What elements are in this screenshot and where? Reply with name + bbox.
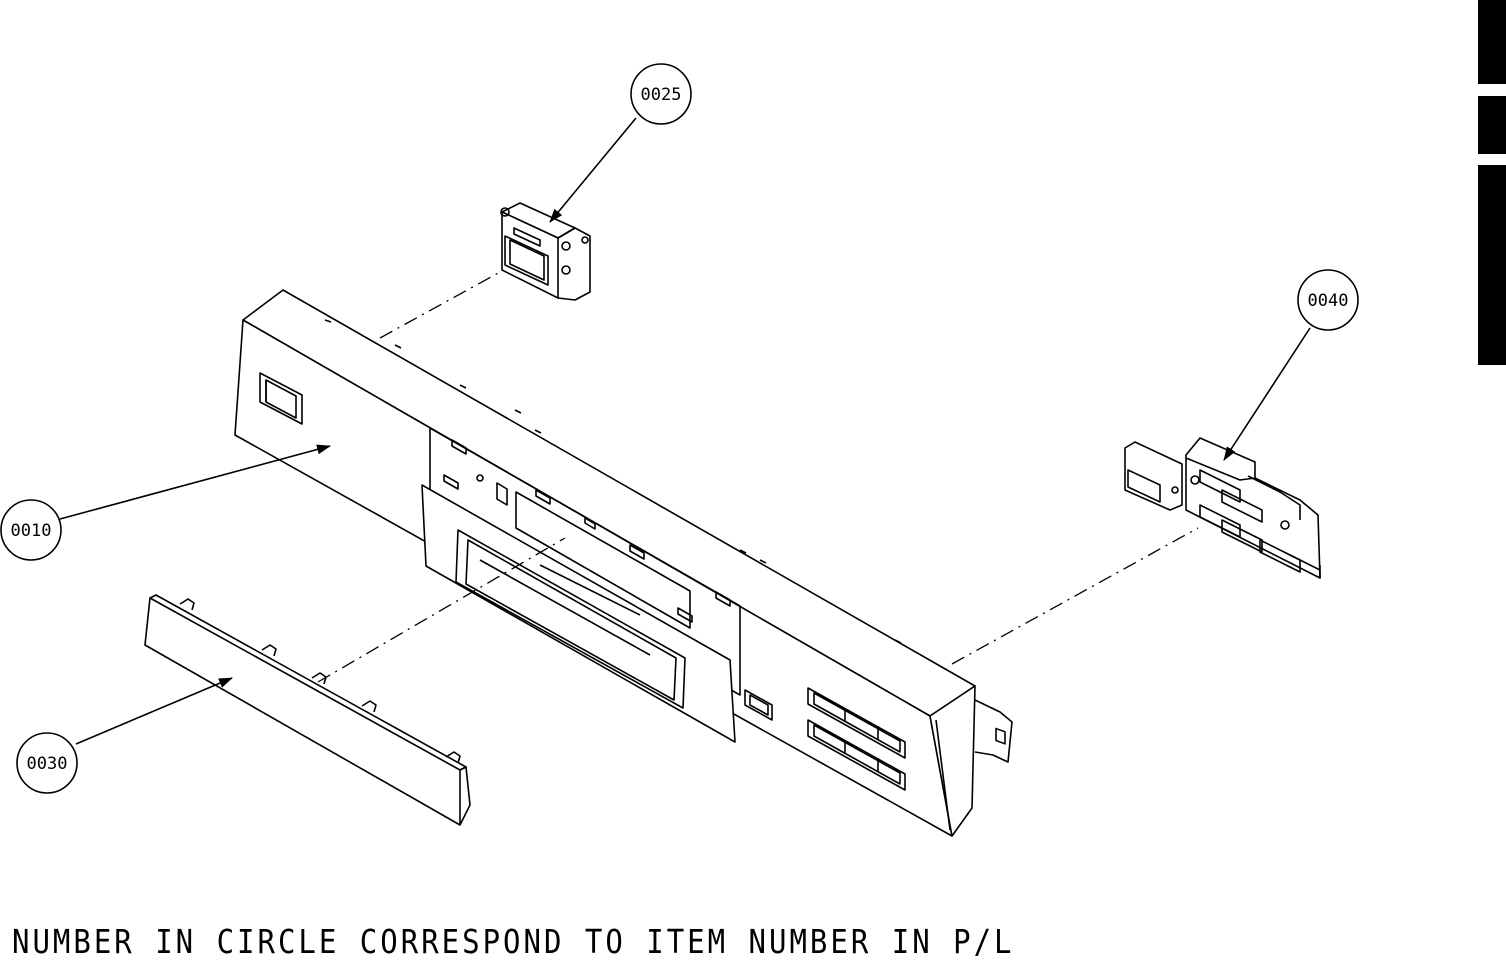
- footnote-text: NUMBER IN CIRCLE CORRESPOND TO ITEM NUMB…: [12, 922, 1015, 961]
- alignment-line-0025: [379, 271, 501, 339]
- trim-strip-part: [144, 594, 471, 826]
- leader-arrow-0010: [59, 444, 331, 520]
- callout-label: 0025: [641, 85, 682, 105]
- control-panel-part: [234, 289, 1013, 837]
- leader-arrow-0025: [549, 117, 637, 223]
- callout-0010: 0010: [0, 499, 62, 561]
- callout-0040: 0040: [1297, 269, 1359, 331]
- page-edge-tab: [1478, 96, 1506, 154]
- switch-board-part: [1124, 437, 1321, 579]
- page-edge-tab: [1478, 165, 1506, 365]
- callout-label: 0040: [1308, 291, 1349, 311]
- switch-module-part: [500, 202, 591, 301]
- alignment-line-0030: [317, 537, 566, 683]
- leader-arrow-0030: [75, 677, 233, 745]
- callout-label: 0030: [27, 754, 68, 774]
- callout-0025: 0025: [630, 63, 692, 125]
- page-edge-tab: [1478, 0, 1506, 84]
- callout-0030: 0030: [16, 732, 78, 794]
- alignment-line-0040: [951, 527, 1199, 665]
- callout-label: 0010: [11, 521, 52, 541]
- leader-arrow-0040: [1223, 327, 1311, 461]
